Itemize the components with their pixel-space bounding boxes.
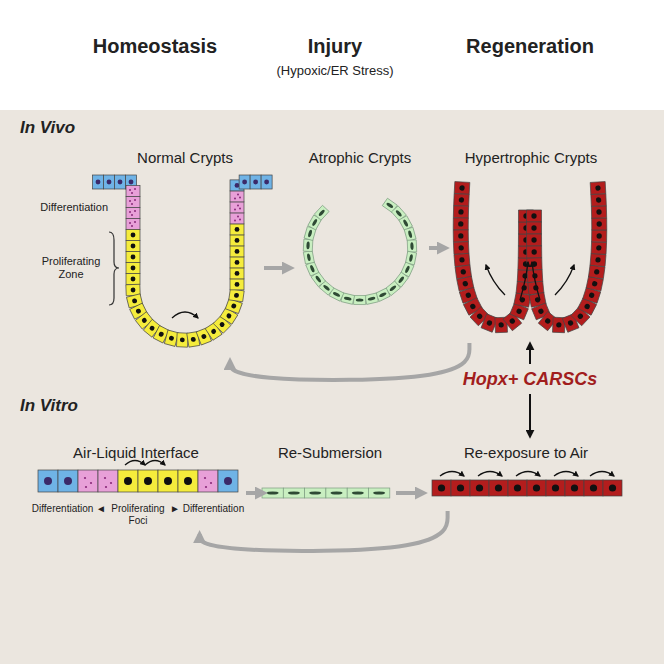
header-band <box>0 0 664 110</box>
stage-panel: Hypertrophic Crypts <box>450 145 612 340</box>
stage-panel: Re-Submersion <box>268 440 392 508</box>
submerged-epithelium <box>262 488 390 498</box>
annotation: Differentiation <box>18 201 108 214</box>
column-header: Injury <box>275 35 395 58</box>
annotation: Proliferating Zone <box>37 255 105 280</box>
transition-arrow <box>230 343 469 380</box>
column-header: (Hypoxic/ER Stress) <box>250 64 420 79</box>
hypertrophic-crypt <box>453 182 607 333</box>
lineage-arrow <box>529 344 531 364</box>
transition-arrow <box>264 266 291 270</box>
stage-panel: Air-Liquid Interface <box>30 440 242 530</box>
annotation: Proliferating Foci <box>107 503 169 526</box>
stage-panel: Atrophic Crypts <box>295 145 425 310</box>
normal-crypt <box>93 175 273 347</box>
ali-epithelium <box>38 470 238 492</box>
transition-arrow <box>246 491 264 495</box>
annotation: Differentiation ◄ <box>6 503 106 515</box>
stage-panel: Re-exposure to Air <box>428 440 624 508</box>
lineage-arrow <box>529 394 531 436</box>
transition-arrow <box>396 491 424 495</box>
stage-title: Normal Crypts <box>110 149 260 167</box>
stem-cell-label: Hopx+ CARSCs <box>459 366 602 392</box>
stage-title: Air-Liquid Interface <box>30 444 242 462</box>
stage-title: Atrophic Crypts <box>295 149 425 167</box>
column-header: Regeneration <box>445 35 615 58</box>
stage-title: Re-Submersion <box>268 444 392 462</box>
section-title: In Vivo <box>20 118 120 138</box>
zone-bracket <box>109 232 119 305</box>
stage-title: Hopx+ CARSCs <box>459 370 602 388</box>
stage-panel: Normal Crypts <box>110 145 260 357</box>
annotation: ► Differentiation <box>170 503 270 515</box>
transition-arrow <box>429 246 446 250</box>
section-title: In Vitro <box>20 396 120 416</box>
atrophic-crypt <box>303 198 416 304</box>
stage-title: Hypertrophic Crypts <box>450 149 612 167</box>
division-arrows <box>125 262 614 476</box>
reexposed-epithelium <box>432 480 622 496</box>
stage-title: Re-exposure to Air <box>428 444 624 462</box>
transition-arrow <box>200 511 448 551</box>
column-header: Homeostasis <box>75 35 235 58</box>
